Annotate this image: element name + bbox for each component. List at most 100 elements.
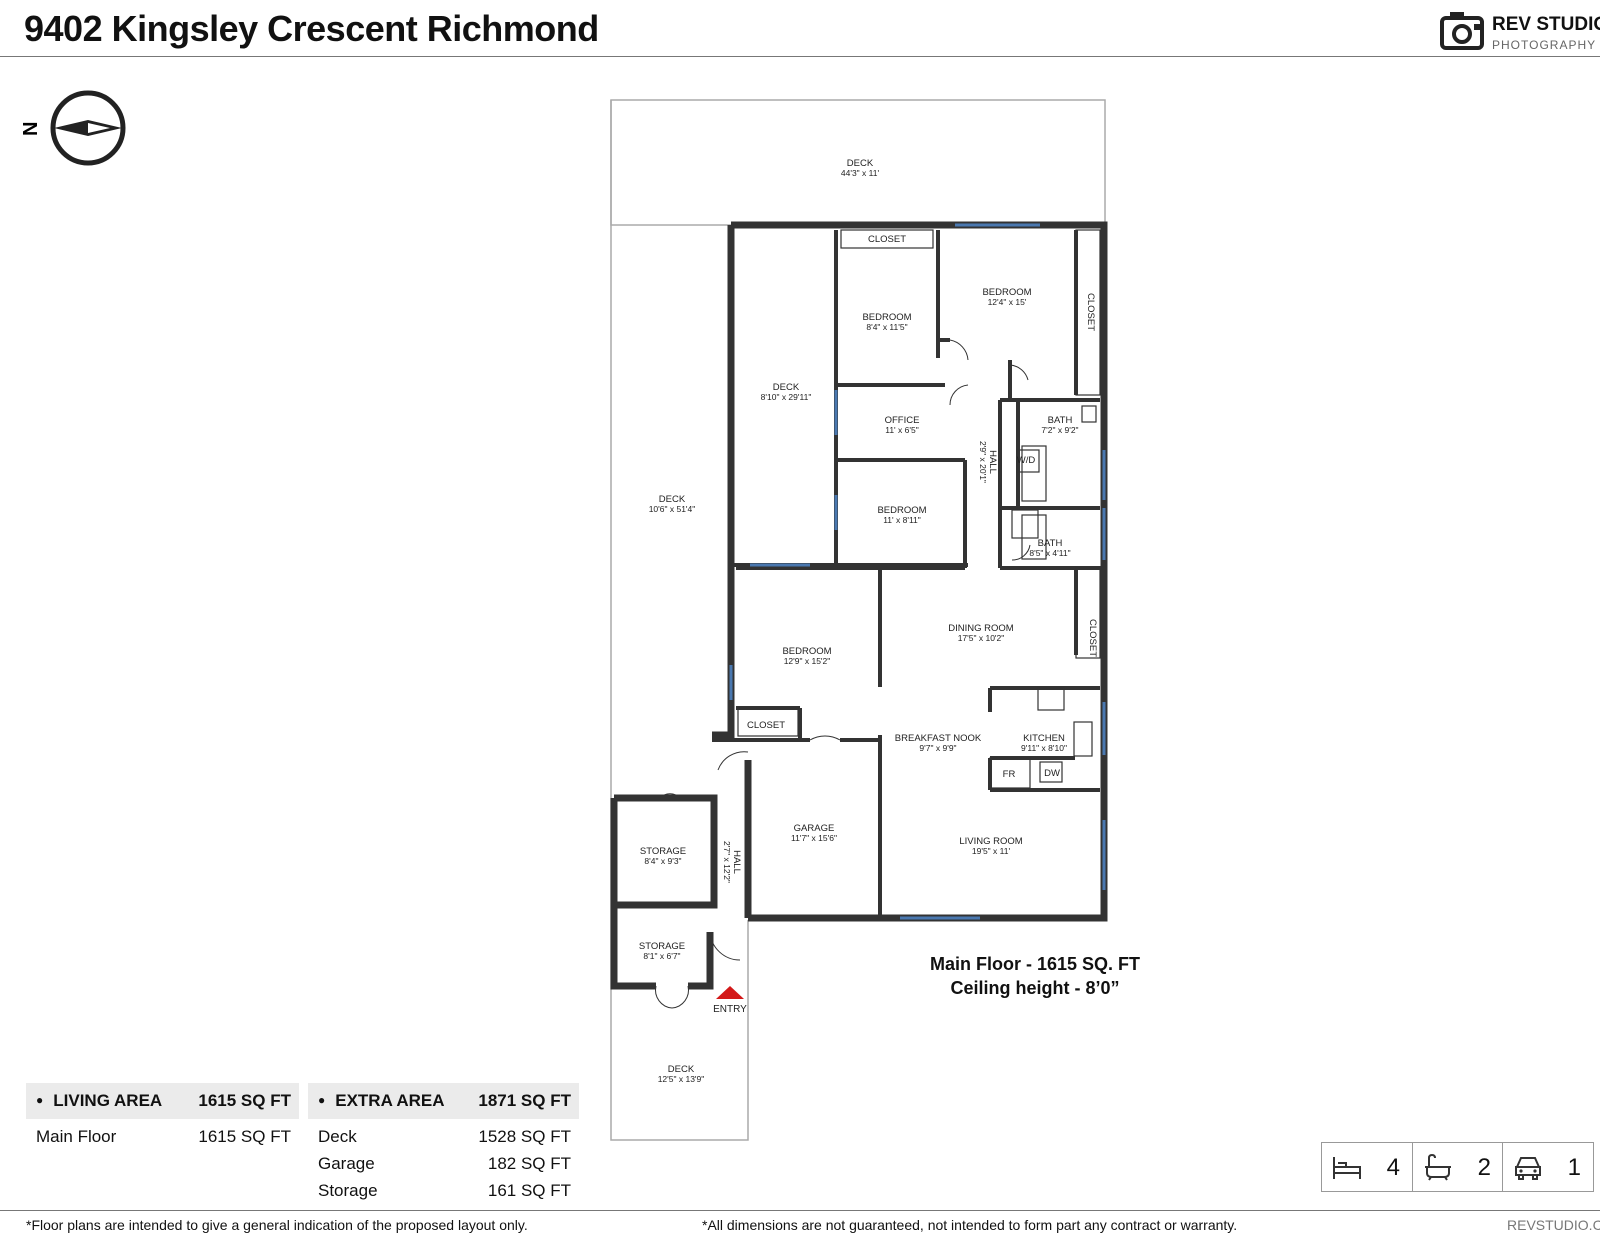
bed-icon — [1333, 1157, 1361, 1179]
extra-area-total: 1871 SQ FT — [478, 1091, 571, 1110]
entry-marker-icon — [716, 986, 744, 999]
room-name: CLOSET — [868, 234, 906, 245]
room-name: OFFICE — [885, 415, 920, 426]
room-label: HALL2'7" x 12'2" — [722, 841, 742, 883]
property-counts: 4 2 1 — [1321, 1142, 1594, 1192]
exterior-walls — [610, 221, 1108, 990]
footer-divider — [0, 1210, 1600, 1211]
room-name: DW — [1044, 768, 1060, 779]
room-dimensions: 9'7" x 9'9" — [919, 743, 956, 753]
room-name: STORAGE — [639, 941, 685, 952]
room-label: HALL2'9" x 20'1" — [978, 441, 998, 483]
room-dimensions: 11' x 6'5" — [885, 425, 919, 435]
room-dimensions: 17'5" x 10'2" — [958, 633, 1005, 643]
room-name: BEDROOM — [862, 312, 911, 323]
extra-row-label: Deck — [318, 1127, 357, 1146]
room-name: STORAGE — [640, 846, 686, 857]
brand-name: REV STUDIO — [1492, 14, 1600, 35]
room-name: DECK — [773, 382, 800, 393]
room-dimensions: 8'10" x 29'11" — [761, 392, 812, 402]
room-name: DINING ROOM — [948, 623, 1014, 634]
room-label: FR — [1003, 769, 1016, 780]
footer-website: REVSTUDIO.CA — [1507, 1217, 1600, 1233]
bedrooms-value: 4 — [1386, 1154, 1400, 1181]
extra-row-garage: Garage 182 SQ FT — [308, 1154, 579, 1178]
room-dimensions: 7'2" x 9'2" — [1041, 425, 1078, 435]
extra-row-value: 161 SQ FT — [487, 1181, 571, 1200]
car-icon — [1515, 1157, 1541, 1180]
room-dimensions: 2'9" x 20'1" — [978, 441, 988, 483]
room-name: BATH — [1038, 538, 1063, 549]
room-label: CLOSET — [747, 720, 785, 731]
room-label: W/D — [1017, 455, 1036, 466]
room-dimensions: 8'5" x 4'11" — [1029, 548, 1070, 558]
door-swings — [655, 339, 1031, 1009]
footer-disclaimer-left: *Floor plans are intended to give a gene… — [26, 1217, 528, 1233]
living-row: Main Floor 1615 SQ FT — [26, 1127, 299, 1151]
room-dimensions: 8'1" x 6'7" — [643, 951, 680, 961]
brand-subtitle: PHOTOGRAPHY — [1492, 38, 1597, 52]
fixtures — [737, 229, 1101, 789]
extra-row-label: Storage — [318, 1181, 378, 1200]
living-row-label: Main Floor — [36, 1127, 117, 1146]
header-divider — [0, 56, 1600, 57]
room-name: DECK — [847, 158, 874, 169]
extra-row-deck: Deck 1528 SQ FT — [308, 1127, 579, 1151]
compass-icon: N — [20, 90, 126, 166]
parking-value: 1 — [1567, 1154, 1581, 1181]
extra-row-value: 1528 SQ FT — [478, 1127, 571, 1146]
room-dimensions: 8'4" x 11'5" — [866, 322, 907, 332]
room-name: BEDROOM — [982, 287, 1031, 298]
room-name: BEDROOM — [877, 505, 926, 516]
extra-row-label: Garage — [318, 1154, 375, 1173]
page-title: 9402 Kingsley Crescent Richmond — [24, 8, 599, 49]
room-name: CLOSET — [1085, 293, 1096, 331]
room-name: FR — [1003, 769, 1016, 780]
room-label: DW — [1044, 768, 1060, 779]
room-name: DECK — [659, 494, 686, 505]
room-label: CLOSET — [868, 234, 906, 245]
camera-icon — [1440, 12, 1484, 50]
room-name: HALL — [731, 850, 742, 874]
room-name: BREAKFAST NOOK — [895, 733, 982, 744]
room-dimensions: 12'9" x 15'2" — [784, 656, 831, 666]
room-dimensions: 10'6" x 51'4" — [649, 504, 696, 514]
interior-walls — [712, 230, 1104, 918]
room-name: DECK — [668, 1064, 695, 1075]
floor-area-caption: Main Floor - 1615 SQ. FT Ceiling height … — [900, 952, 1170, 1000]
extra-row-value: 182 SQ FT — [487, 1154, 571, 1173]
room-dimensions: 11' x 8'11" — [883, 515, 921, 525]
room-name: KITCHEN — [1023, 733, 1065, 744]
room-dimensions: 12'5" x 13'9" — [658, 1074, 705, 1084]
room-dimensions: 8'4" x 9'3" — [644, 856, 681, 866]
room-dimensions: 11'7" x 15'6" — [791, 833, 837, 843]
extra-area-header: EXTRA AREA 1871 SQ FT — [308, 1083, 579, 1119]
room-dimensions: 12'4" x 15' — [988, 297, 1027, 307]
room-label: CLOSET — [1085, 293, 1096, 331]
room-name: BEDROOM — [782, 646, 831, 657]
room-name: W/D — [1017, 455, 1036, 466]
room-dimensions: 19'5" x 11' — [972, 846, 1011, 856]
brand-logo: REV STUDIO PHOTOGRAPHY — [1440, 8, 1600, 52]
extra-area-label: EXTRA AREA — [318, 1091, 444, 1111]
living-area-header: LIVING AREA 1615 SQ FT — [26, 1083, 299, 1119]
living-area-label: LIVING AREA — [36, 1091, 162, 1111]
bathtub-icon — [1425, 1153, 1451, 1181]
entry-label: ENTRY — [713, 1004, 747, 1015]
living-area-total: 1615 SQ FT — [198, 1091, 291, 1110]
compass: N — [18, 90, 128, 170]
